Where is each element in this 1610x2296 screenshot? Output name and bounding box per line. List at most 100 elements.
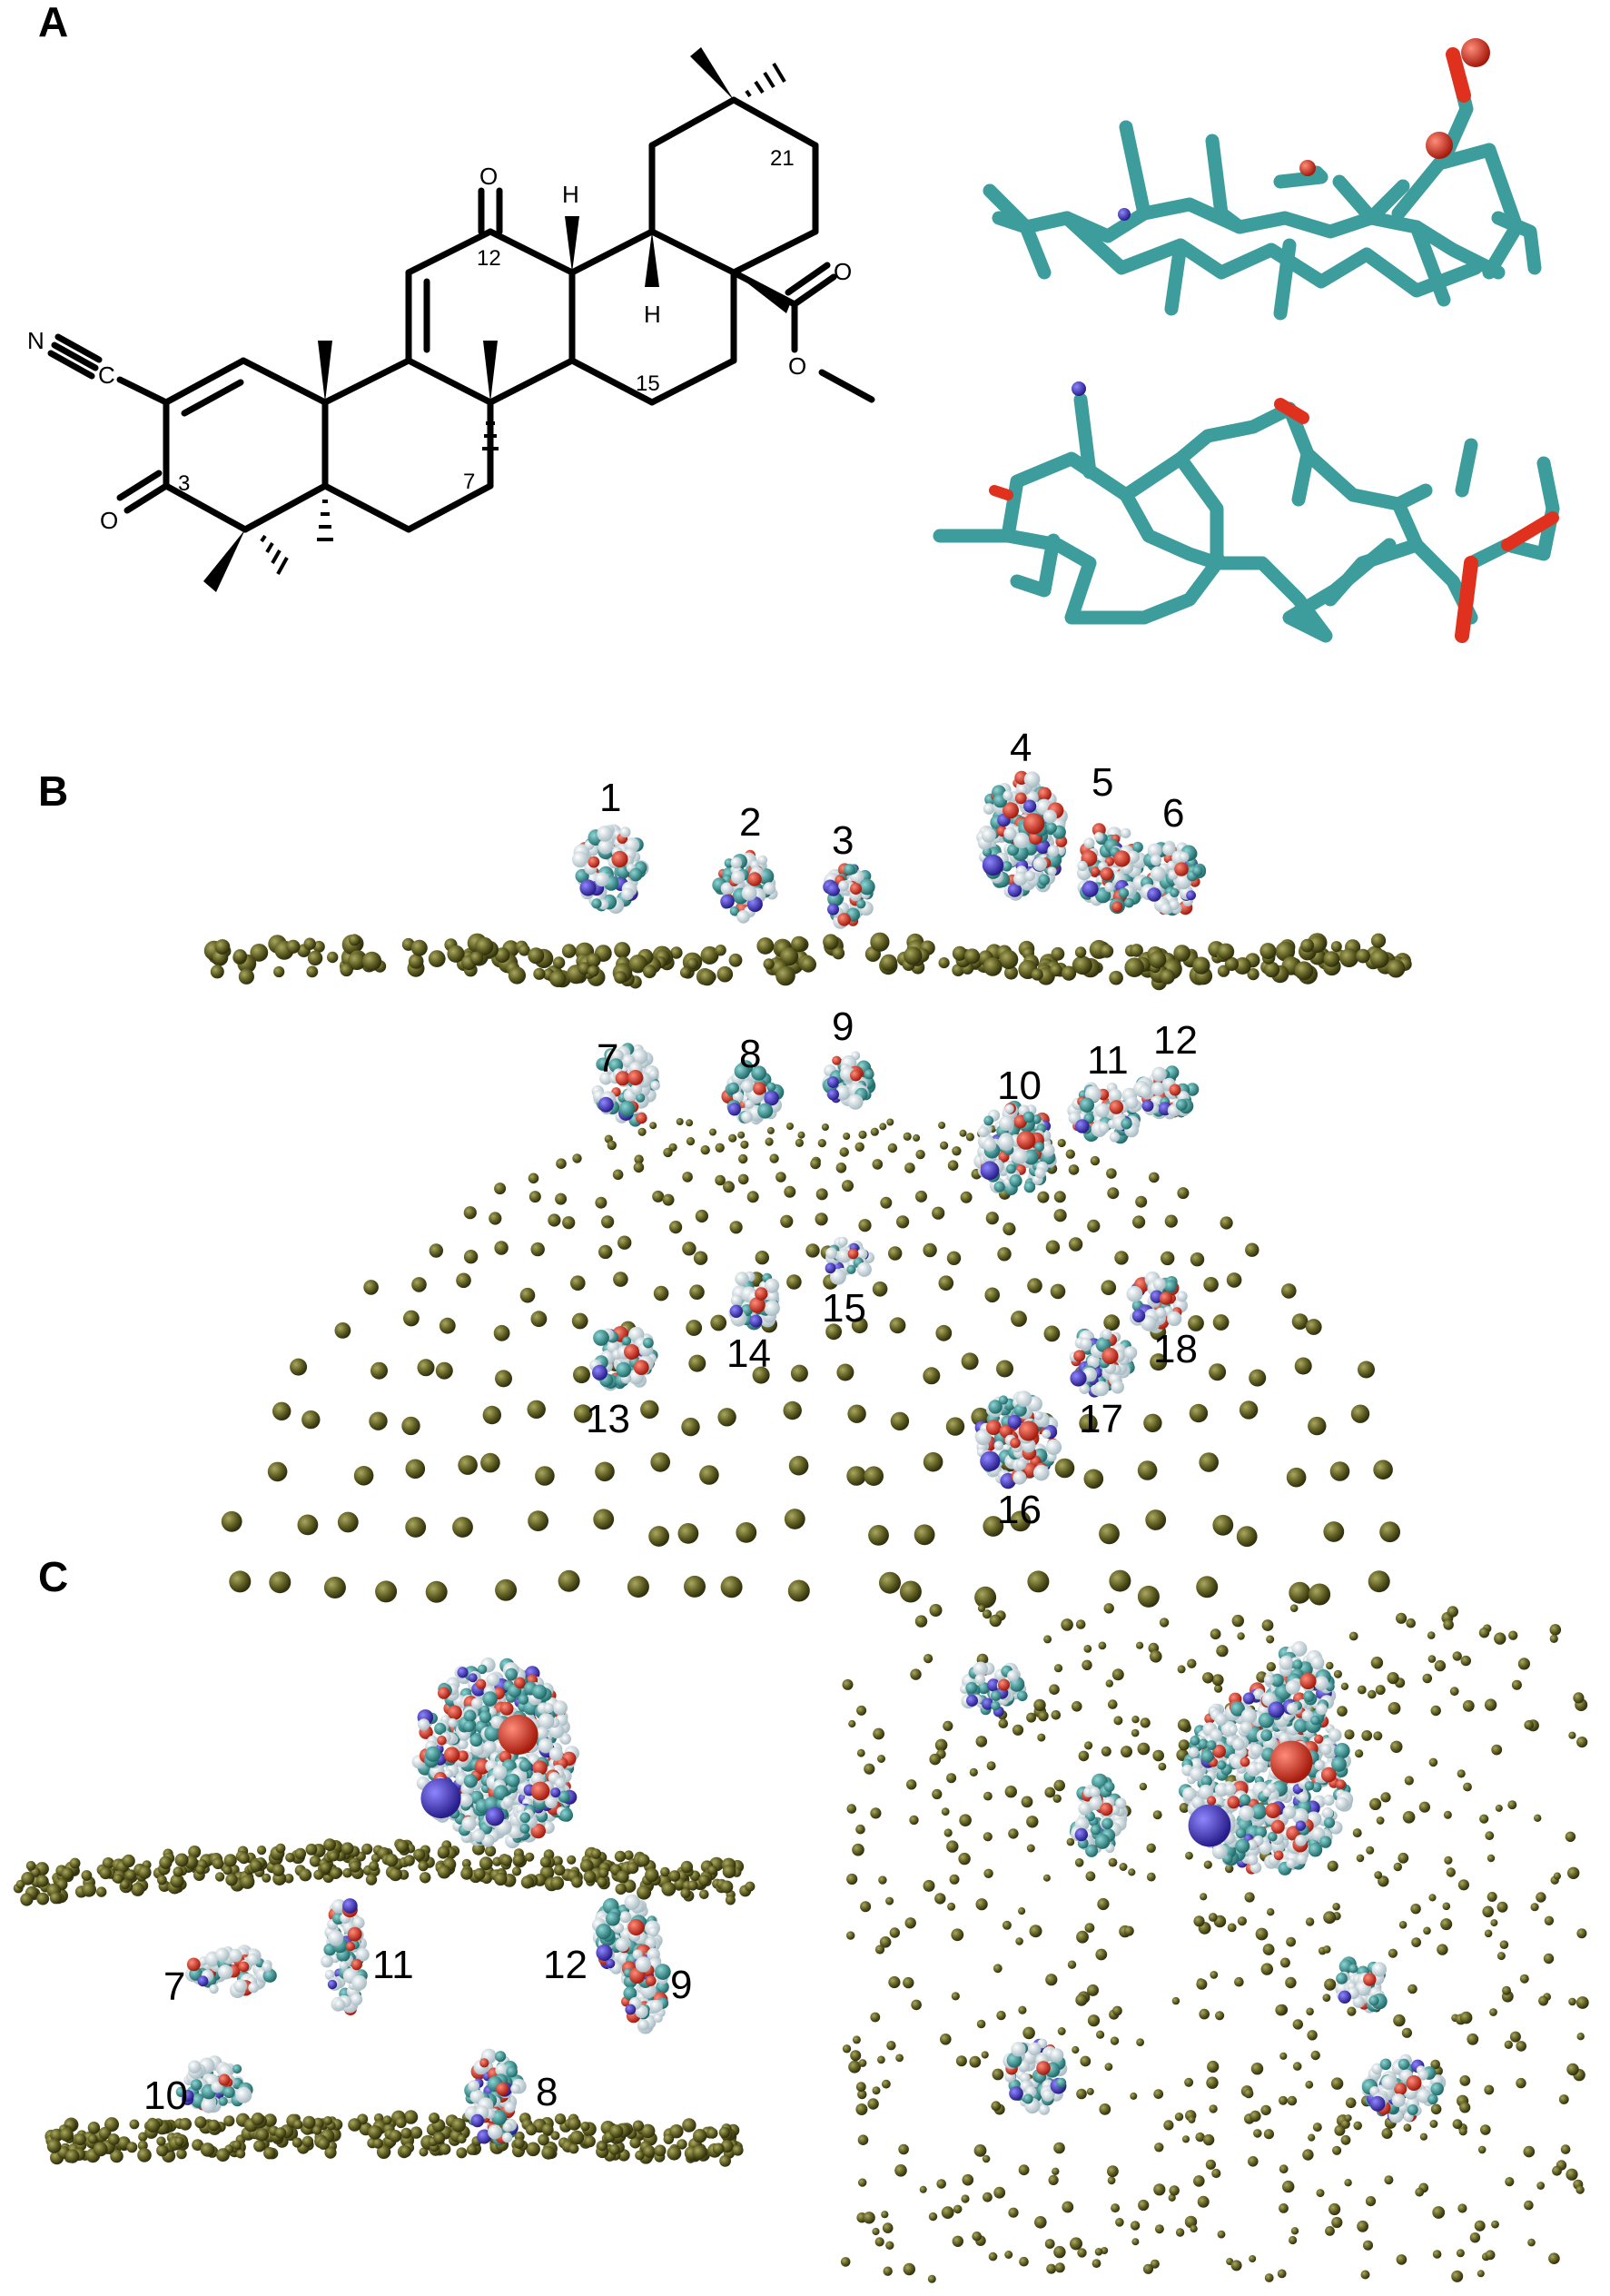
membrane-bead	[1484, 2084, 1495, 2095]
membrane-bead	[923, 1367, 941, 1385]
membrane-bead	[913, 1133, 921, 1142]
membrane-bead	[870, 932, 890, 952]
membrane-bead	[1516, 2041, 1526, 2052]
membrane-bead	[1323, 951, 1340, 967]
membrane-bead	[1345, 2097, 1357, 2109]
molecule	[589, 1326, 658, 1391]
membrane-bead	[597, 1876, 607, 1887]
membrane-bead	[1029, 1925, 1042, 1938]
membrane-bead	[593, 1509, 615, 1530]
membrane-bead	[1110, 2036, 1120, 2045]
membrane-bead	[81, 1870, 93, 1881]
membrane-bead	[1237, 1632, 1245, 1640]
molecule	[1126, 1271, 1188, 1333]
membrane-bead	[413, 1848, 426, 1861]
membrane-bead	[159, 1856, 173, 1869]
membrane-bead	[238, 968, 254, 985]
membrane-bead	[1043, 1635, 1052, 1644]
membrane-bead	[635, 2150, 645, 2161]
membrane-bead	[493, 1324, 510, 1341]
membrane-bead	[573, 1404, 593, 1423]
membrane-bead	[1109, 970, 1123, 985]
membrane-bead	[1195, 2132, 1205, 2143]
membrane-bead	[1368, 1689, 1377, 1699]
membrane-bead	[173, 1866, 183, 1877]
membrane-bead	[1366, 1846, 1375, 1855]
membrane-bead	[568, 2117, 581, 2131]
membrane-bead	[998, 1718, 1009, 1728]
membrane-bead	[997, 1247, 1012, 1262]
membrane-bead	[810, 1158, 821, 1170]
membrane-bead	[1234, 1976, 1244, 1987]
membrane-bead	[418, 1860, 429, 1872]
membrane-bead	[1376, 1816, 1385, 1825]
membrane-bead	[786, 1123, 794, 1130]
membrane-bead	[1437, 1944, 1448, 1955]
membrane-bead	[1267, 1908, 1275, 1916]
membrane-bead	[1123, 1925, 1134, 1936]
membrane-bead	[526, 2142, 540, 2157]
membrane-bead	[1260, 1963, 1274, 1975]
membrane-bead	[1253, 2129, 1262, 2138]
membrane-bead	[1197, 2195, 1210, 2208]
membrane-bead	[927, 2274, 936, 2283]
molecule-label: 2	[739, 800, 761, 845]
membrane-bead	[1008, 2207, 1019, 2218]
membrane-bead	[1279, 2203, 1289, 2213]
membrane-bead	[554, 1864, 566, 1876]
membrane-bead	[974, 1586, 997, 1608]
membrane-bead	[1576, 1928, 1587, 1939]
membrane-bead	[494, 947, 510, 963]
membrane-bead	[1135, 1195, 1148, 1208]
membrane-bead	[1308, 2133, 1316, 2142]
membrane-bead	[290, 1358, 308, 1376]
membrane-bead	[1105, 1679, 1114, 1687]
membrane-bead	[1419, 2133, 1427, 2141]
membrane-bead	[1037, 1733, 1046, 1742]
membrane-bead	[607, 1140, 617, 1151]
panel-label-b: B	[38, 767, 68, 815]
membrane-bead	[1285, 1976, 1297, 1989]
membrane-bead	[728, 953, 743, 967]
membrane-bead	[960, 1191, 973, 1203]
membrane-bead	[952, 2235, 964, 2247]
membrane-bead	[251, 2113, 264, 2126]
membrane-bead	[755, 1251, 769, 1265]
membrane-bead	[686, 1320, 703, 1336]
membrane-bead	[737, 1131, 746, 1139]
membrane-bead	[1527, 2238, 1536, 2247]
membrane-bead	[562, 1216, 576, 1230]
molecule-label: 7	[163, 1964, 185, 2009]
membrane-bead	[615, 1883, 627, 1895]
membrane-bead	[1494, 1632, 1506, 1645]
membrane-bead	[302, 2115, 316, 2129]
membrane-bead	[736, 1522, 757, 1543]
membrane-bead	[385, 1854, 399, 1867]
membrane-bead	[208, 2119, 220, 2132]
membrane-bead	[1519, 1974, 1529, 1984]
membrane-bead	[1484, 1698, 1497, 1711]
membrane-bead	[728, 1133, 737, 1143]
membrane-bead	[924, 1654, 933, 1664]
membrane-bead	[993, 2186, 1006, 2199]
membrane-bead	[452, 1517, 473, 1538]
molecule-label: 9	[670, 1963, 692, 2007]
membrane-bead	[1045, 1974, 1058, 1986]
membrane-bead	[919, 2185, 927, 2193]
membrane-bead	[1179, 1803, 1190, 1813]
membrane-bead	[934, 1738, 948, 1752]
membrane-bead	[1145, 1509, 1167, 1530]
membrane-bead	[541, 2123, 554, 2135]
molecule	[572, 824, 649, 914]
membrane-bead	[99, 1866, 112, 1880]
membrane-bead	[1393, 2014, 1406, 2027]
membrane-bead	[485, 1846, 497, 1857]
membrane-bead	[1038, 1710, 1049, 1722]
membrane-bead	[395, 2117, 407, 2129]
membrane-bead	[1108, 1699, 1118, 1709]
membrane-bead	[867, 2098, 879, 2110]
membrane-bead	[429, 1243, 443, 1258]
membrane-bead	[1330, 941, 1342, 953]
membrane-bead	[985, 1212, 999, 1225]
membrane-bead	[25, 1861, 36, 1871]
